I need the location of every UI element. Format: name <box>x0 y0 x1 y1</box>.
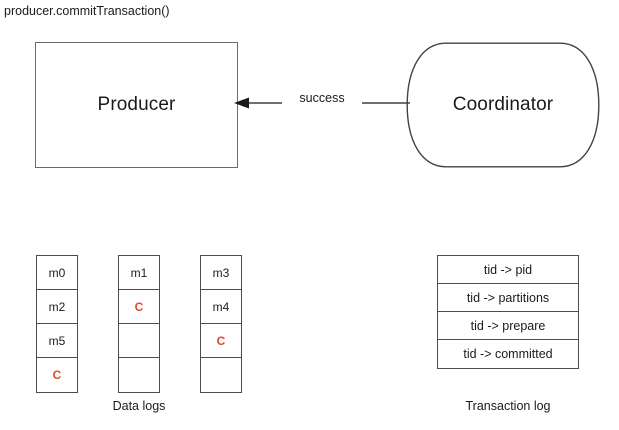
transaction-log-row: tid -> prepare <box>438 312 578 340</box>
node-coordinator-label: Coordinator <box>452 94 554 115</box>
data-log-cell: m4 <box>201 290 241 324</box>
data-log-cell-empty <box>119 358 159 392</box>
data-log-cell-commit-marker: C <box>119 290 159 324</box>
diagram-title: producer.commitTransaction() <box>4 4 170 18</box>
data-log-cell-commit-marker: C <box>201 324 241 358</box>
connector-success[interactable]: success <box>232 80 412 126</box>
transaction-log-row: tid -> partitions <box>438 284 578 312</box>
data-log-cell: m0 <box>37 256 77 290</box>
node-producer-label: Producer <box>97 94 176 115</box>
data-log-column[interactable]: m0 m2 m5 C <box>36 255 78 393</box>
data-log-cell: m3 <box>201 256 241 290</box>
transaction-log-caption: Transaction log <box>465 399 551 413</box>
data-log-cell-empty <box>201 358 241 392</box>
node-coordinator[interactable]: Coordinator <box>406 42 600 168</box>
data-log-cell: m1 <box>119 256 159 290</box>
transaction-log-row: tid -> pid <box>438 256 578 284</box>
data-log-column[interactable]: m1 C <box>118 255 160 393</box>
transaction-log-table[interactable]: tid -> pid tid -> partitions tid -> prep… <box>437 255 579 369</box>
data-log-cell-commit-marker: C <box>37 358 77 392</box>
node-producer[interactable]: Producer <box>35 42 238 168</box>
transaction-log-row: tid -> committed <box>463 347 553 361</box>
connector-success-label: success <box>282 91 362 105</box>
data-logs-caption: Data logs <box>112 399 166 413</box>
data-log-cell: m2 <box>37 290 77 324</box>
coordinator-outline-shape <box>406 42 600 168</box>
data-log-cell-empty <box>119 324 159 358</box>
data-log-cell: m5 <box>37 324 77 358</box>
data-log-column[interactable]: m3 m4 C <box>200 255 242 393</box>
